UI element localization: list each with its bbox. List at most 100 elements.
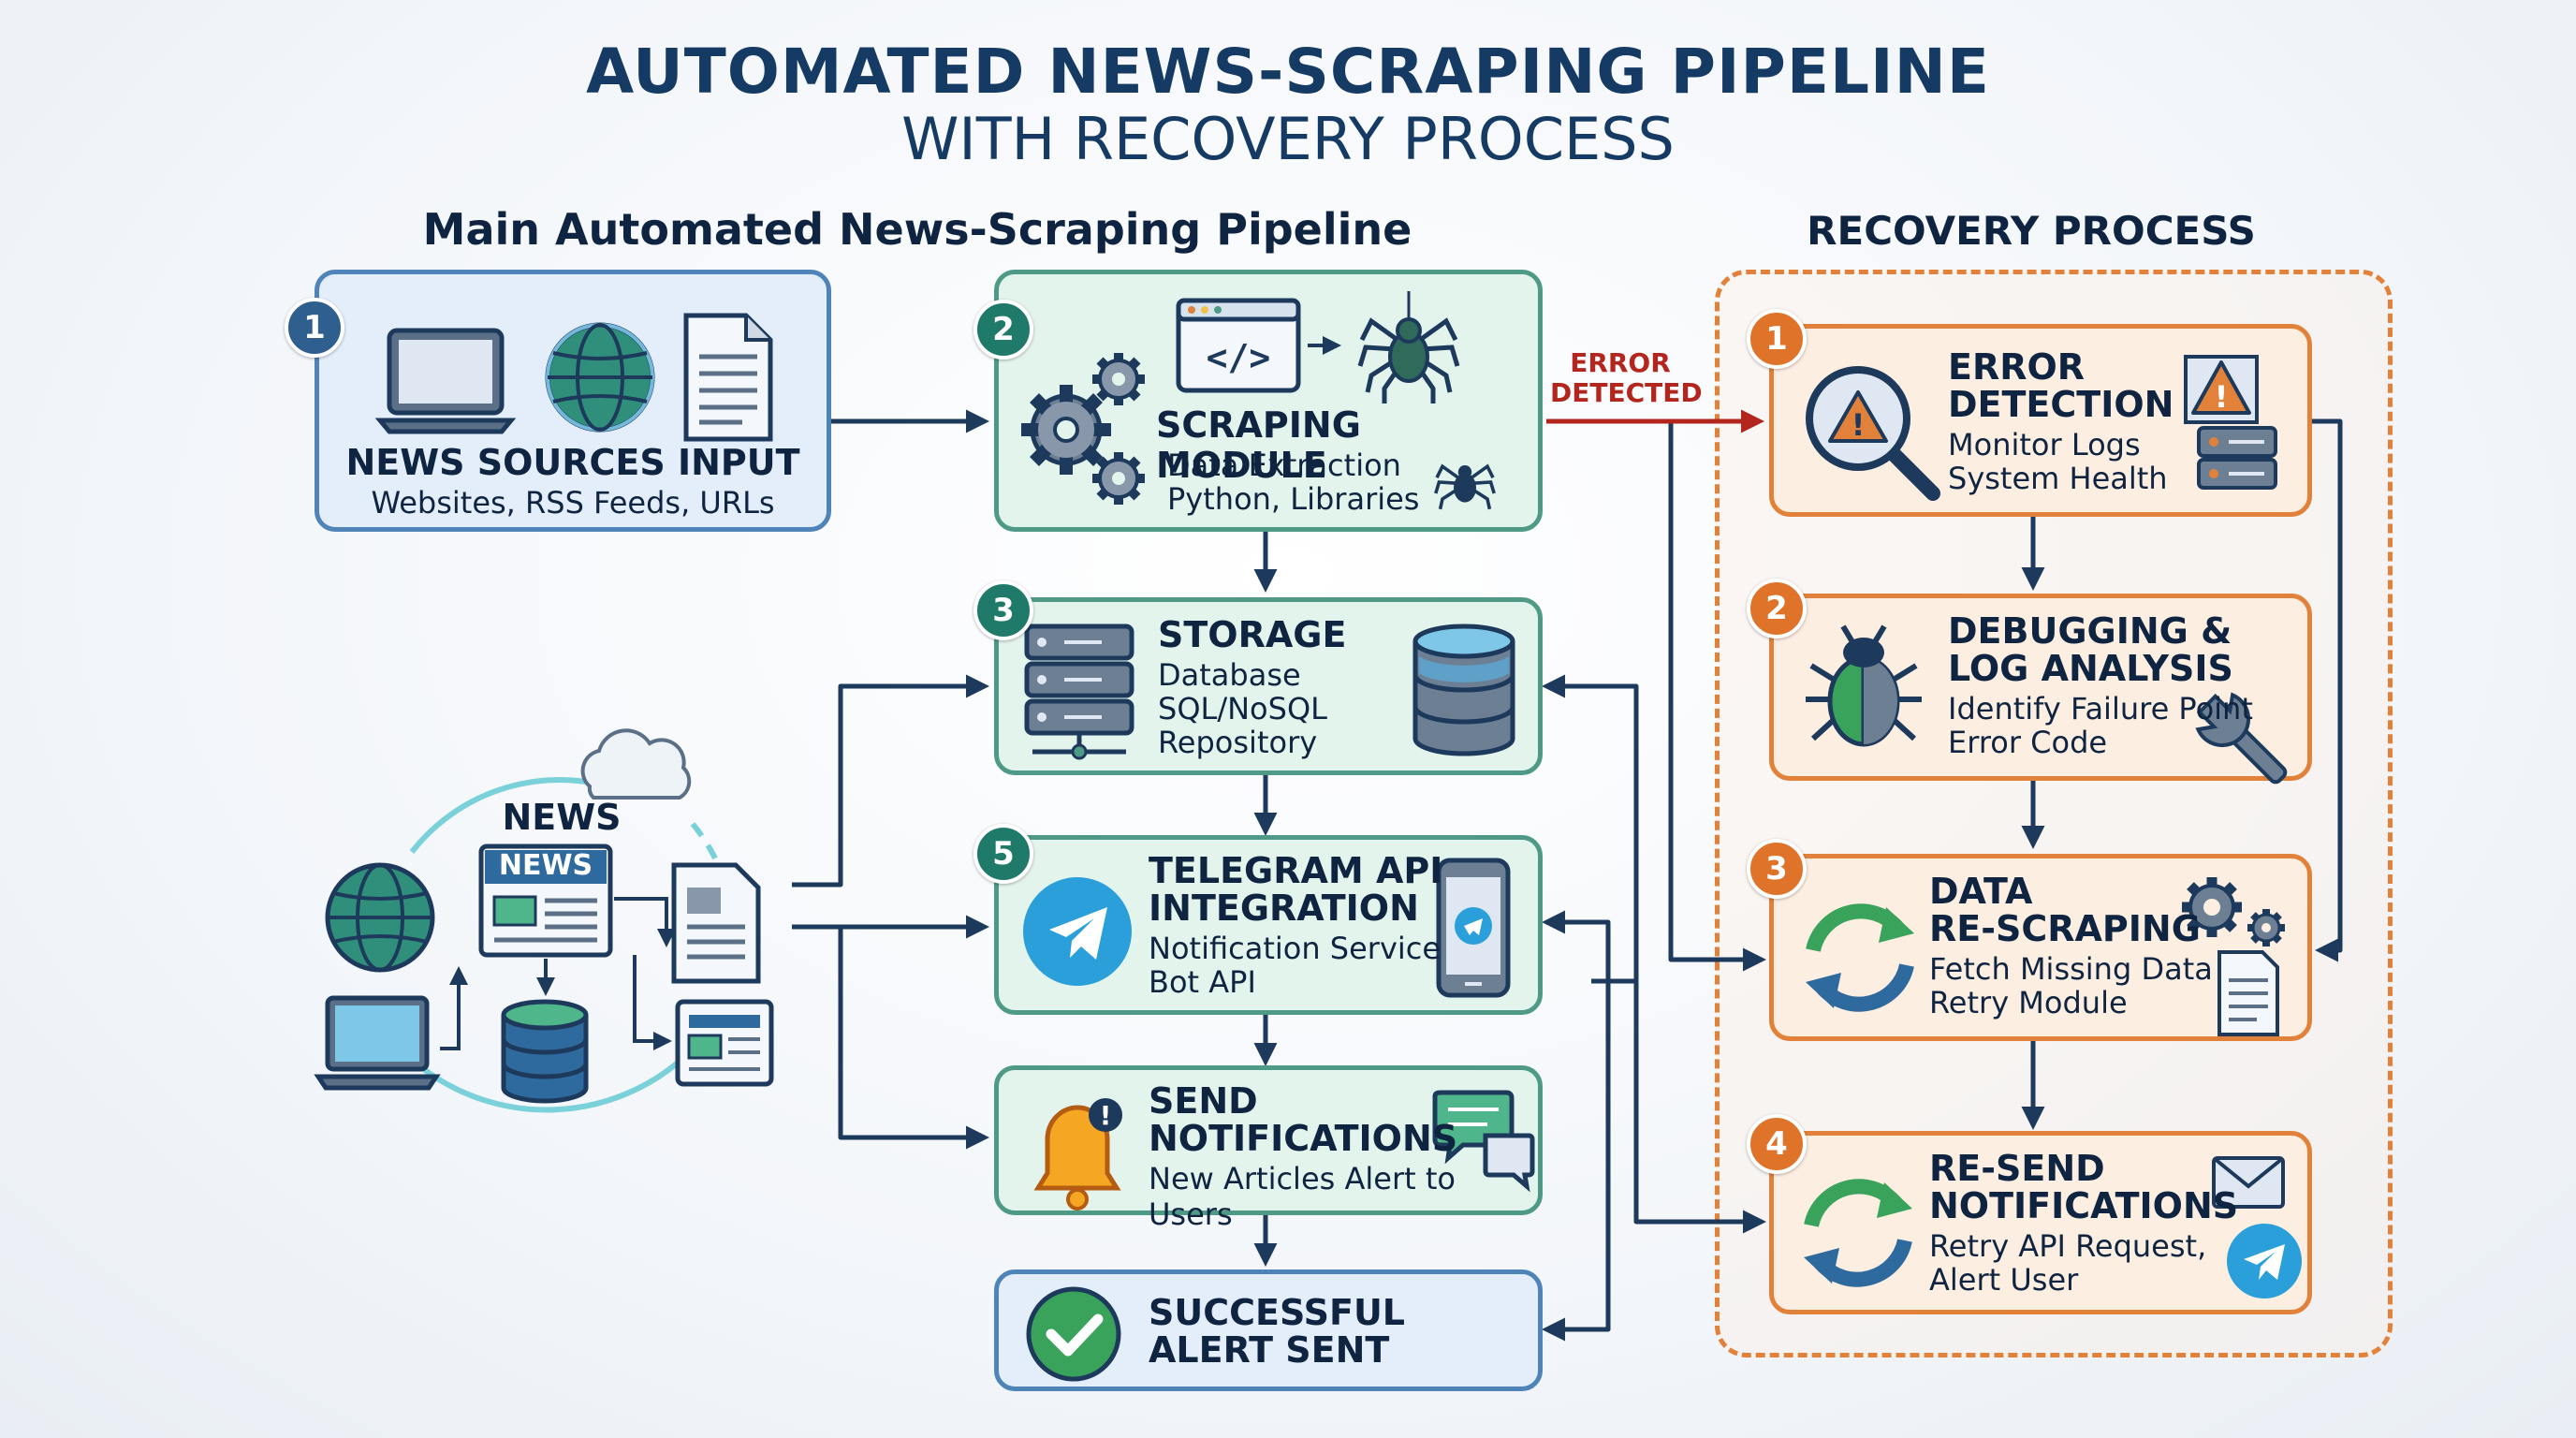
arrow-telegram-to-resend	[1633, 981, 1766, 1234]
news-cluster: NEWS NEWS	[300, 712, 805, 1123]
document-icon	[683, 313, 773, 442]
successful-alert-box[interactable]: SUCCESSFUL ALERT SENT	[994, 1269, 1543, 1391]
news-sources-subtitle: Websites, RSS Feeds, URLs	[371, 485, 775, 521]
news-sources-title: NEWS SOURCES INPUT	[345, 442, 800, 483]
gear-icon	[2182, 877, 2242, 937]
debugging-title-1: DEBUGGING &	[1948, 610, 2232, 652]
error-detection-title-2: DETECTION	[1948, 384, 2174, 425]
gear-icon	[1092, 452, 1145, 505]
main-pipeline-heading: Main Automated News-Scraping Pipeline	[422, 204, 1412, 255]
arrow-error-branch-to-rescrape	[1668, 421, 1766, 972]
rescraping-title-2: RE-SCRAPING	[1929, 908, 2201, 949]
storage-line2: SQL/NoSQL	[1158, 691, 1327, 726]
telegram-line2: Bot API	[1149, 964, 1256, 1000]
step-badge-5: 5	[973, 824, 1033, 884]
resend-line1: Retry API Request,	[1929, 1228, 2207, 1264]
newspaper-icon	[675, 999, 774, 1087]
telegram-title-2: INTEGRATION	[1149, 888, 1419, 929]
laptop-icon	[314, 995, 441, 1091]
debugging-line1: Identify Failure Point	[1948, 691, 2253, 726]
svg-text:!: !	[1852, 407, 1866, 443]
telegram-title-1: TELEGRAM API	[1149, 850, 1443, 891]
rescraping-line2: Retry Module	[1929, 985, 2128, 1020]
rescraping-line1: Fetch Missing Data	[1929, 951, 2213, 987]
send-notifications-box[interactable]: ! SEND NOTIFICATIONS New Articles Alert …	[994, 1065, 1543, 1232]
arrow-news-to-storage	[792, 674, 989, 888]
error-detected-label: ERROR DETECTED	[1550, 347, 1703, 409]
arrow-news-to-send	[838, 927, 989, 1150]
success-title-1: SUCCESSFUL	[1149, 1292, 1406, 1333]
rescraping-title-1: DATA	[1929, 871, 2033, 912]
spider-icon	[1434, 463, 1496, 510]
recovery-badge-4: 4	[1747, 1114, 1807, 1174]
document-icon	[671, 862, 761, 984]
news-sources-input-box[interactable]: NEWS SOURCES INPUT Websites, RSS Feeds, …	[315, 270, 831, 532]
telegram-api-box[interactable]: TELEGRAM API INTEGRATION Notification Se…	[994, 835, 1543, 1015]
debugging-box[interactable]: DEBUGGING & LOG ANALYSIS Identify Failur…	[1769, 594, 2312, 785]
storage-title: STORAGE	[1158, 614, 1347, 655]
scraping-module-box[interactable]: </> SCRAPING MODULE Data Extraction Pyth…	[994, 270, 1543, 532]
arrow-return-to-storage	[1542, 674, 1639, 984]
resend-title-2: NOTIFICATIONS	[1929, 1185, 2239, 1226]
scraping-module-title: SCRAPING MODULE	[1156, 404, 1361, 486]
error-detection-line1: Monitor Logs	[1948, 427, 2141, 462]
globe-icon	[325, 862, 435, 973]
svg-text:</>: </>	[1207, 337, 1271, 378]
telegram-icon	[1023, 877, 1132, 986]
recovery-badge-3: 3	[1747, 839, 1807, 899]
send-title-1: SEND	[1149, 1080, 1258, 1122]
refresh-icon	[1806, 903, 1914, 1012]
scraping-module-line2: Python, Libraries	[1167, 481, 1420, 517]
cloud-icon	[580, 728, 692, 800]
bell-icon: !	[1033, 1098, 1122, 1211]
server-icon	[1024, 624, 1134, 760]
telegram-icon	[2227, 1224, 2302, 1299]
page-subtitle: WITH RECOVERY PROCESS	[901, 105, 1675, 173]
spider-icon	[1357, 291, 1460, 404]
code-window-icon: </>	[1176, 298, 1301, 393]
storage-line3: Repository	[1158, 725, 1318, 760]
step-badge-2: 2	[973, 300, 1033, 360]
bug-icon	[1806, 624, 1922, 747]
svg-text:!: !	[2215, 379, 2229, 415]
storage-line1: Database	[1158, 657, 1301, 693]
success-title-2: ALERT SENT	[1149, 1329, 1390, 1371]
arrow-return-to-success	[1542, 978, 1611, 1342]
refresh-icon	[1804, 1179, 1912, 1287]
storage-box[interactable]: STORAGE Database SQL/NoSQL Repository	[994, 597, 1543, 775]
database-icon	[501, 999, 589, 1104]
resend-line2: Alert User	[1929, 1262, 2079, 1298]
step-badge-3: 3	[973, 580, 1033, 640]
data-rescraping-box[interactable]: DATA RE-SCRAPING Fetch Missing Data Retr…	[1769, 854, 2312, 1041]
resend-notifications-box[interactable]: RE-SEND NOTIFICATIONS Retry API Request,…	[1769, 1131, 2312, 1314]
scraping-module-line1: Data Extraction	[1167, 448, 1401, 483]
svg-text:!: !	[1100, 1100, 1112, 1131]
page-title: AUTOMATED NEWS-SCRAPING PIPELINE	[586, 36, 1990, 108]
send-line1: New Articles Alert to Users	[1149, 1161, 1456, 1232]
gear-icon	[1092, 353, 1145, 405]
news-card-label: NEWS	[498, 849, 593, 882]
resend-title-1: RE-SEND	[1929, 1148, 2105, 1189]
debugging-line2: Error Code	[1948, 725, 2108, 760]
error-detection-box[interactable]: ! ! ERROR DETECTION Monitor Logs System …	[1769, 324, 2312, 517]
step-badge-1: 1	[285, 298, 344, 358]
send-title-2: NOTIFICATIONS	[1149, 1118, 1458, 1159]
database-icon	[1412, 624, 1515, 756]
envelope-icon	[2212, 1156, 2285, 1209]
wrench-icon	[2195, 692, 2288, 785]
gear-icon	[2247, 909, 2285, 946]
chat-icon	[1432, 1090, 1535, 1193]
gear-icon	[1021, 385, 1111, 475]
magnifier-warning-icon: !	[1806, 366, 1940, 501]
error-detection-line2: System Health	[1948, 461, 2168, 496]
recovery-heading: RECOVERY PROCESS	[1807, 208, 2256, 254]
document-icon	[2217, 950, 2279, 1036]
arrow-detection-side-to-rescraping	[2312, 418, 2343, 962]
laptop-icon	[374, 328, 517, 434]
debugging-title-2: LOG ANALYSIS	[1948, 648, 2233, 689]
news-cluster-label: NEWS	[502, 797, 622, 838]
phone-icon	[1436, 858, 1511, 998]
error-detection-title-1: ERROR	[1948, 346, 2086, 388]
server-icon: !	[2184, 355, 2277, 490]
